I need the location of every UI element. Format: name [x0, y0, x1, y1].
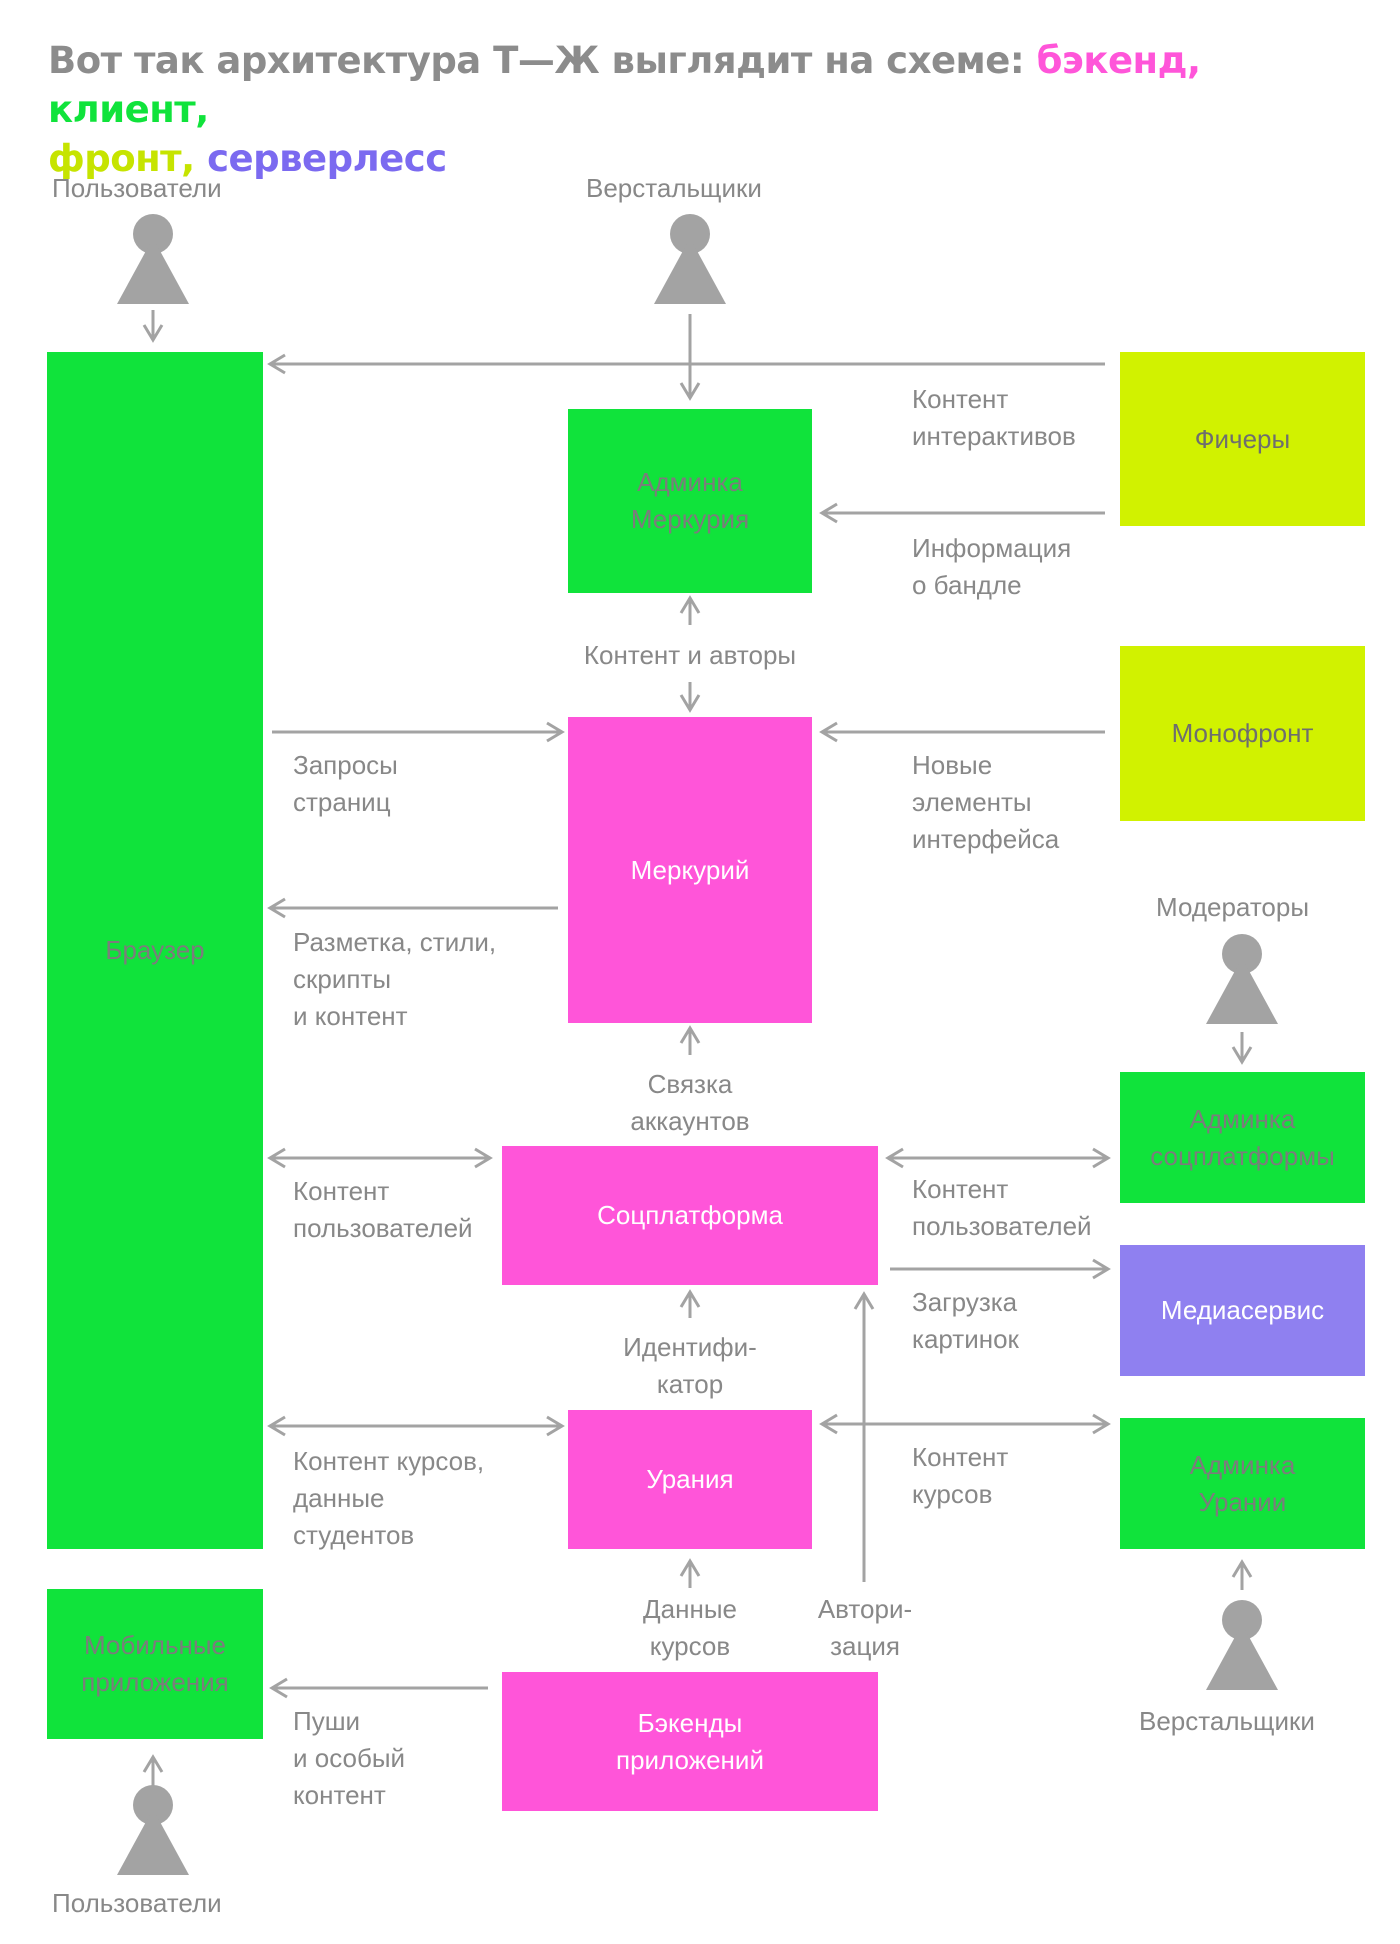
edge-label-user-content-left: Контент пользователей: [293, 1176, 473, 1243]
moderators-person-icon: [1206, 934, 1278, 1024]
node-urania: Урания: [568, 1410, 812, 1549]
edge-label-account-link: Связка аккаунтов: [630, 1069, 750, 1136]
edge-label-new-ui: Новые элементы интерфейса: [912, 750, 1060, 854]
legend-serverless: серверлесс: [207, 137, 447, 180]
node-mobile: Мобильные приложения: [47, 1589, 263, 1739]
node-media: Медиасервис: [1120, 1245, 1365, 1376]
edge-label-user-content-right: Контент пользователей: [912, 1174, 1092, 1241]
users-bottom-person-icon: [117, 1785, 189, 1875]
node-admin-urania: Админка Урании: [1120, 1418, 1365, 1549]
edge-label-authorization: Автори- зация: [817, 1594, 913, 1661]
layout-bottom-person-icon: [1206, 1600, 1278, 1690]
node-app-backends: Бэкенды приложений: [502, 1672, 878, 1811]
edge-label-page-requests: Запросы страниц: [293, 750, 398, 817]
node-browser: Браузер: [47, 352, 263, 1549]
node-mercury: Меркурий: [568, 717, 812, 1023]
edge-label-content-interactives: Контент интерактивов: [912, 384, 1076, 451]
legend-front: фронт,: [48, 137, 195, 180]
users-top-person-icon: [117, 214, 189, 304]
edge-label-content-authors: Контент и авторы: [583, 640, 797, 670]
actor-users-bottom-label: Пользователи: [52, 1888, 222, 1918]
node-admin-mercury: Админка Меркурия: [568, 409, 812, 593]
node-features: Фичеры: [1120, 352, 1365, 526]
legend-backend: бэкенд,: [1036, 39, 1201, 82]
legend-client: клиент,: [48, 88, 209, 131]
actor-layout-top-label: Верстальщики: [586, 173, 762, 203]
edge-label-identifier: Идентифи- катор: [623, 1332, 757, 1399]
edge-label-markup: Разметка, стили, скрипты и контент: [293, 927, 497, 1031]
actor-users-top-label: Пользователи: [52, 173, 222, 203]
edge-label-bundle-info: Информация о бандле: [912, 533, 1072, 600]
page-title: Вот так архитектура Т—Ж выглядит на схем…: [48, 36, 1368, 183]
title-lead: Вот так архитектура Т—Ж выглядит на схем…: [48, 39, 1037, 82]
actor-moderators-label: Модераторы: [1156, 892, 1310, 922]
edge-label-push: Пуши и особый контент: [293, 1706, 406, 1810]
actor-layout-bottom-label: Верстальщики: [1139, 1706, 1315, 1736]
node-admin-social: Админка соцплатформы: [1120, 1072, 1365, 1203]
edge-label-image-upload: Загрузка картинок: [912, 1287, 1019, 1354]
edge-label-course-content-right: Контент курсов: [912, 1442, 1009, 1509]
edge-label-course-data: Данные курсов: [643, 1594, 737, 1661]
layout-top-person-icon: [654, 214, 726, 304]
node-social: Соцплатформа: [502, 1146, 878, 1285]
edge-label-course-content-left: Контент курсов, данные студентов: [293, 1446, 485, 1550]
node-monofront: Монофронт: [1120, 646, 1365, 821]
